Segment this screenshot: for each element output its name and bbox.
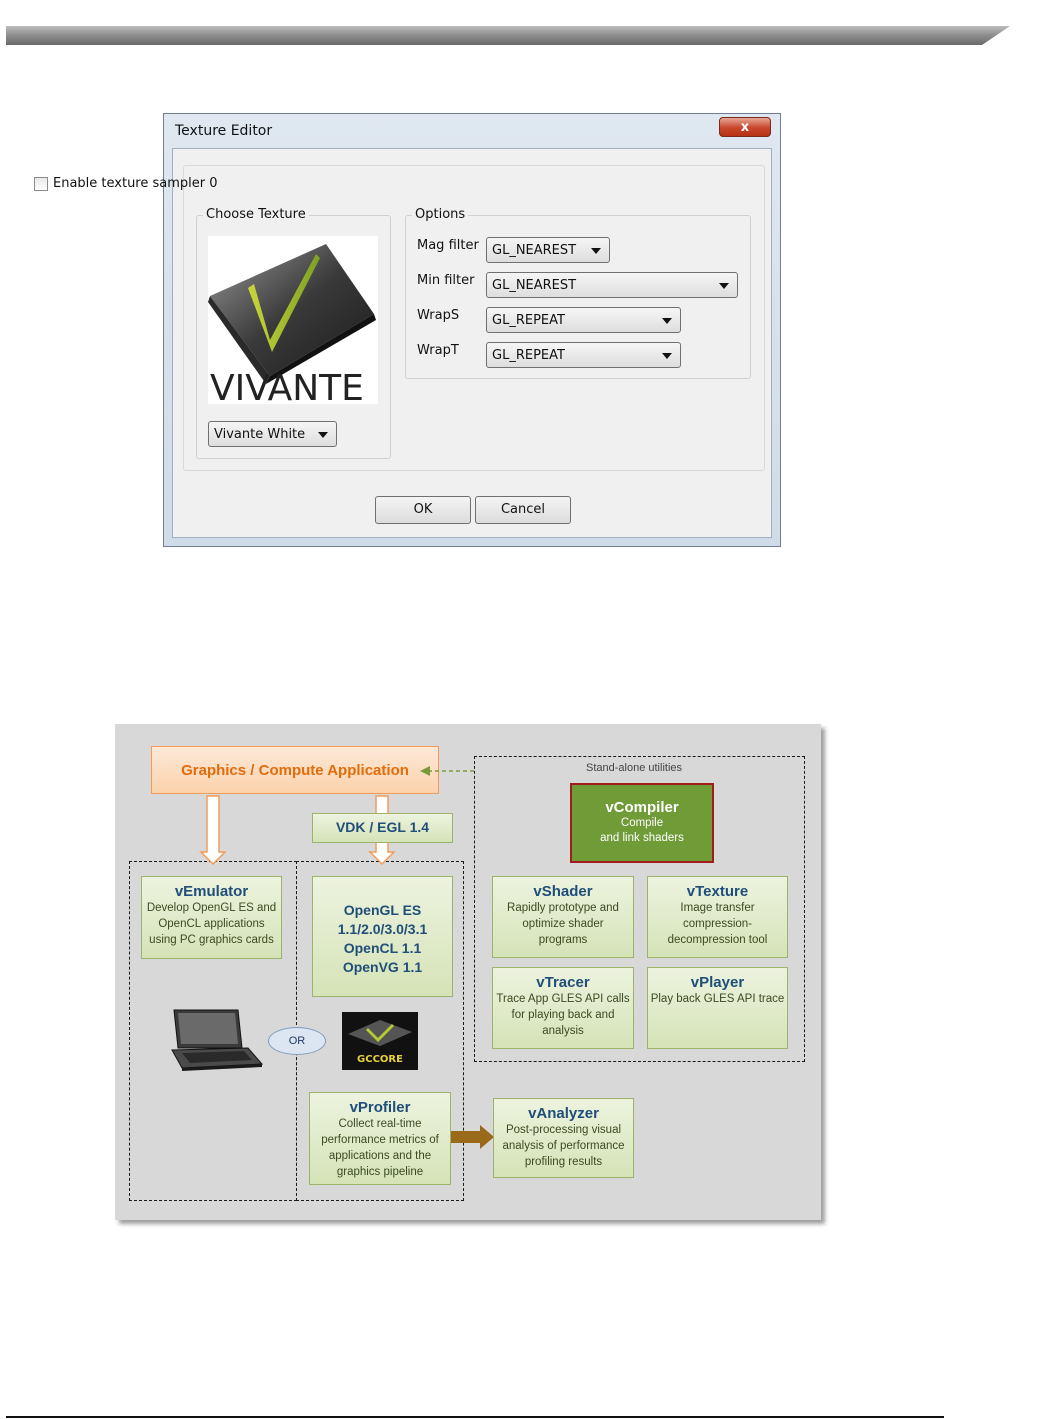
vemulator-box: vEmulator Develop OpenGL ES and OpenCL a… bbox=[141, 876, 282, 959]
gccore-label: GCCORE bbox=[357, 1054, 403, 1065]
wraps-value: GL_REPEAT bbox=[492, 313, 565, 328]
footer-rule bbox=[6, 1416, 944, 1418]
vcompiler-title: vCompiler bbox=[572, 799, 712, 816]
standalone-utilities-label: Stand-alone utilities bbox=[586, 762, 682, 774]
ok-button[interactable]: OK bbox=[375, 496, 471, 524]
min-filter-value: GL_NEAREST bbox=[492, 278, 576, 293]
vtexture-desc-line: compression- bbox=[648, 917, 787, 932]
vanalyzer-title: vAnalyzer bbox=[494, 1105, 633, 1122]
vtexture-box: vTexture Image transfer compression- dec… bbox=[647, 876, 788, 958]
wrapt-value: GL_REPEAT bbox=[492, 348, 565, 363]
vemulator-title: vEmulator bbox=[142, 883, 281, 900]
min-filter-label: Min filter bbox=[417, 273, 474, 288]
vivante-logo-image: VIVANTE bbox=[208, 236, 378, 404]
vcompiler-box: vCompiler Compile and link shaders bbox=[570, 783, 714, 863]
chevron-down-icon bbox=[591, 248, 601, 254]
vdk-egl-label: VDK / EGL 1.4 bbox=[313, 819, 452, 835]
vemulator-desc-line: OpenCL applications bbox=[142, 917, 281, 932]
texture-select[interactable]: Vivante White bbox=[208, 421, 337, 447]
close-button[interactable]: x bbox=[719, 117, 771, 137]
chevron-down-icon bbox=[662, 353, 672, 359]
wrapt-select[interactable]: GL_REPEAT bbox=[486, 342, 681, 368]
enable-sampler-label: Enable texture sampler 0 bbox=[53, 176, 218, 191]
texture-preview: VIVANTE bbox=[208, 236, 378, 404]
laptop-image bbox=[168, 1008, 264, 1072]
vanalyzer-box: vAnalyzer Post-processing visual analysi… bbox=[493, 1098, 634, 1178]
vemulator-desc-line: using PC graphics cards bbox=[142, 933, 281, 948]
vdk-egl-box: VDK / EGL 1.4 bbox=[312, 813, 453, 843]
api-box: OpenGL ES 1.1/2.0/3.0/3.1 OpenCL 1.1 Ope… bbox=[312, 876, 453, 997]
api-line: OpenVG 1.1 bbox=[313, 958, 452, 977]
choose-texture-label: Choose Texture bbox=[203, 207, 309, 222]
gccore-chip-image: GCCORE bbox=[342, 1012, 418, 1070]
vtracer-desc-line: analysis bbox=[493, 1024, 633, 1039]
vshader-box: vShader Rapidly prototype and optimize s… bbox=[492, 876, 634, 958]
chevron-down-icon bbox=[318, 432, 328, 438]
vtracer-desc-line: for playing back and bbox=[493, 1008, 633, 1023]
mag-filter-value: GL_NEAREST bbox=[492, 243, 576, 258]
vanalyzer-desc-line: analysis of performance bbox=[494, 1139, 633, 1154]
texture-select-value: Vivante White bbox=[214, 427, 305, 442]
api-line: OpenCL 1.1 bbox=[313, 939, 452, 958]
vprofiler-box: vProfiler Collect real-time performance … bbox=[309, 1092, 451, 1185]
vshader-desc-line: programs bbox=[493, 933, 633, 948]
mag-filter-label: Mag filter bbox=[417, 238, 479, 253]
cancel-button[interactable]: Cancel bbox=[475, 496, 571, 524]
graphics-compute-application-box: Graphics / Compute Application bbox=[151, 746, 439, 794]
vprofiler-desc-line: graphics pipeline bbox=[310, 1165, 450, 1180]
wraps-label: WrapS bbox=[417, 308, 459, 323]
vplayer-title: vPlayer bbox=[648, 974, 787, 991]
vplayer-box: vPlayer Play back GLES API trace bbox=[647, 967, 788, 1049]
vtexture-title: vTexture bbox=[648, 883, 787, 900]
dialog-title: Texture Editor bbox=[175, 123, 272, 139]
vemulator-desc-line: Develop OpenGL ES and bbox=[142, 901, 281, 916]
vtracer-box: vTracer Trace App GLES API calls for pla… bbox=[492, 967, 634, 1049]
vanalyzer-desc-line: Post-processing visual bbox=[494, 1123, 633, 1138]
vprofiler-desc-line: applications and the bbox=[310, 1149, 450, 1164]
vtexture-desc-line: Image transfer bbox=[648, 901, 787, 916]
chevron-down-icon bbox=[719, 283, 729, 289]
vcompiler-desc-line: and link shaders bbox=[572, 831, 712, 846]
vtracer-title: vTracer bbox=[493, 974, 633, 991]
vprofiler-title: vProfiler bbox=[310, 1099, 450, 1116]
wraps-select[interactable]: GL_REPEAT bbox=[486, 307, 681, 333]
vanalyzer-desc-line: profiling results bbox=[494, 1155, 633, 1170]
vtracer-desc-line: Trace App GLES API calls bbox=[493, 992, 633, 1007]
header-bar bbox=[6, 26, 1010, 45]
min-filter-select[interactable]: GL_NEAREST bbox=[486, 272, 738, 298]
api-line: OpenGL ES bbox=[313, 901, 452, 920]
mag-filter-select[interactable]: GL_NEAREST bbox=[486, 237, 610, 263]
enable-sampler-checkbox[interactable] bbox=[34, 177, 48, 191]
api-line: 1.1/2.0/3.0/3.1 bbox=[313, 920, 452, 939]
vcompiler-desc-line: Compile bbox=[572, 816, 712, 831]
vprofiler-desc-line: performance metrics of bbox=[310, 1133, 450, 1148]
vshader-title: vShader bbox=[493, 883, 633, 900]
vtexture-desc-line: decompression tool bbox=[648, 933, 787, 948]
wrapt-label: WrapT bbox=[417, 343, 459, 358]
vprofiler-desc-line: Collect real-time bbox=[310, 1117, 450, 1132]
vivante-logo-text: VIVANTE bbox=[210, 368, 364, 404]
vplayer-desc-line: Play back GLES API trace bbox=[648, 992, 787, 1007]
options-label: Options bbox=[412, 207, 468, 222]
chevron-down-icon bbox=[662, 318, 672, 324]
vshader-desc-line: Rapidly prototype and bbox=[493, 901, 633, 916]
or-label: OR bbox=[268, 1027, 326, 1055]
vshader-desc-line: optimize shader bbox=[493, 917, 633, 932]
